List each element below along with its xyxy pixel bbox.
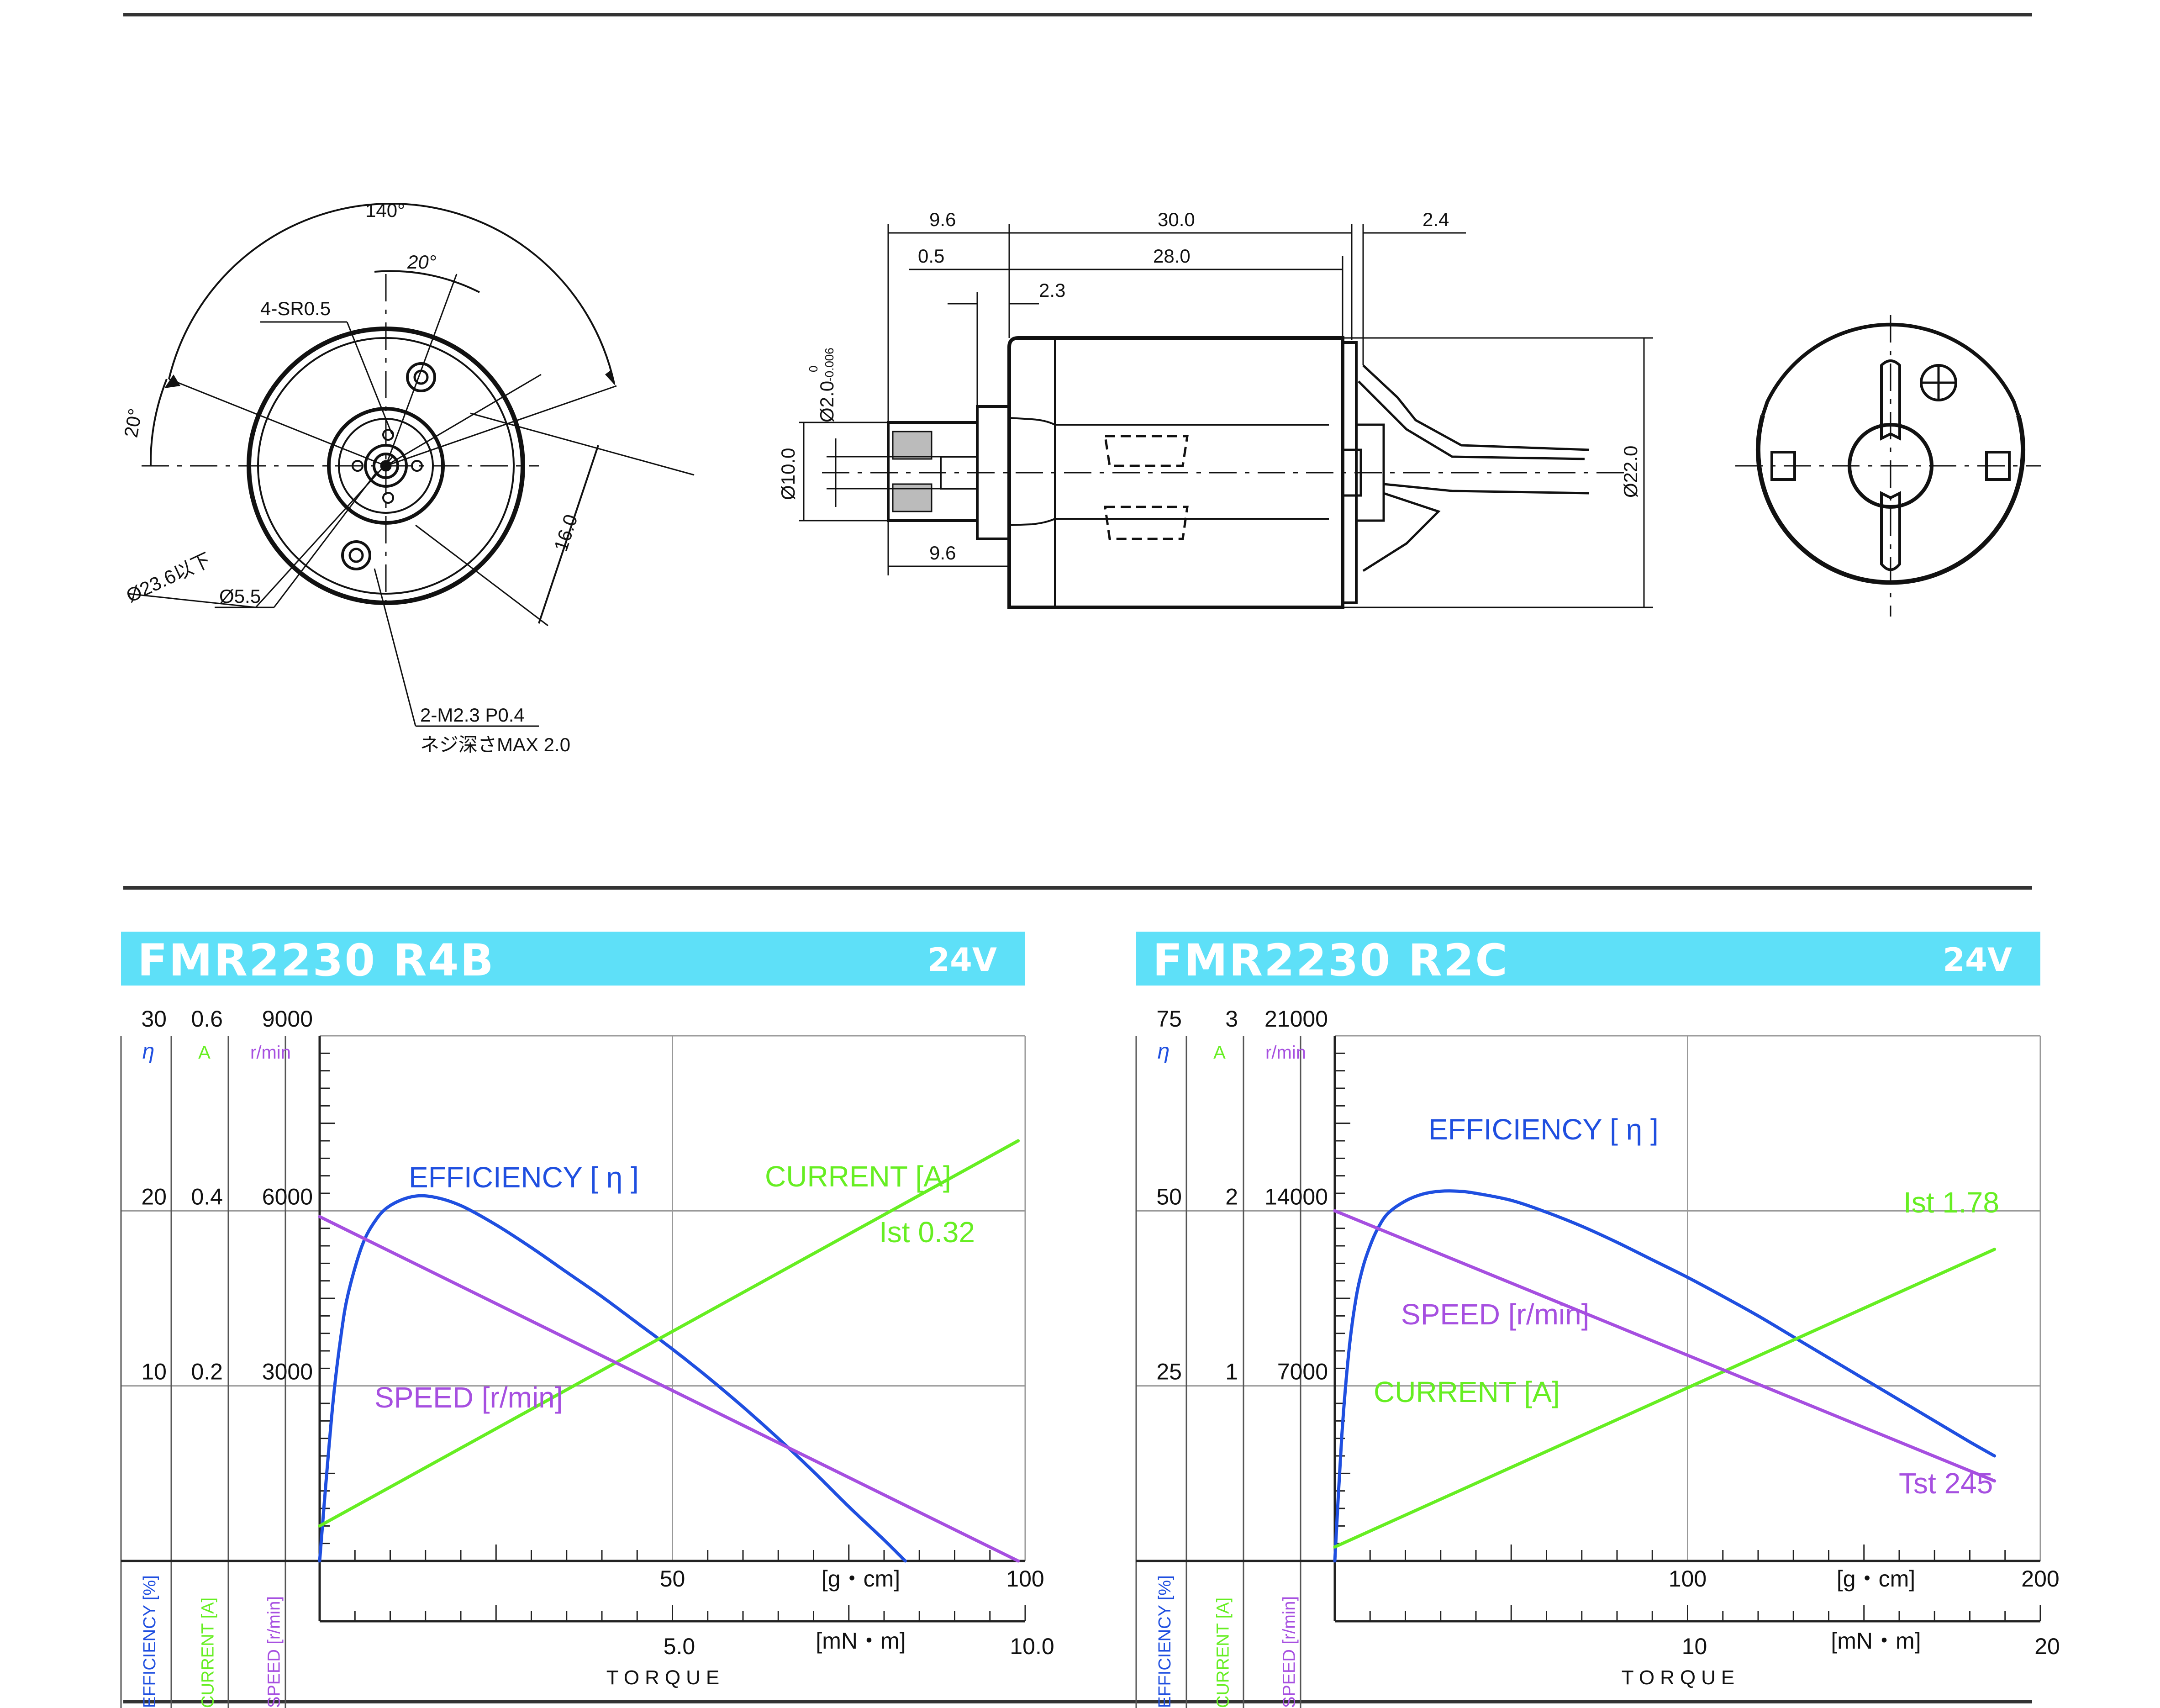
front-view [127, 203, 695, 727]
efficiency-series-line [1333, 1189, 1997, 1563]
gcm-unit-label: [g・cm] [822, 1566, 900, 1592]
angle-140-label: 140° [365, 200, 405, 221]
chart-voltage-label: 24V [927, 941, 997, 979]
shaft-tol-lower: -0.006 [822, 348, 836, 381]
dim-9-6-bottom-label: 9.6 [929, 542, 956, 564]
current-tick-label: 2 [1225, 1184, 1238, 1209]
speed-tick-label: 21000 [1264, 1006, 1328, 1032]
eta-symbol: η [1158, 1039, 1170, 1064]
shaft-dia-label: Ø2.0 [816, 381, 838, 422]
mnm-unit-label: [mN・m] [1831, 1628, 1921, 1654]
dim-0-5-label: 0.5 [918, 245, 944, 267]
current-unit: A [198, 1043, 211, 1063]
current-tick-label: 0.2 [191, 1359, 223, 1385]
efficiency-axis-title: EFFICIENCY [%] [140, 1575, 159, 1708]
mnm-tick-label: 10 [1682, 1634, 1707, 1659]
stall-torque-label: Tst 245 [1899, 1467, 1993, 1500]
dim-30-label: 30.0 [1158, 209, 1195, 230]
speed-axis-title: SPEED [r/min] [265, 1596, 284, 1708]
speed-series-line [1333, 1209, 1997, 1483]
chart-model-title: FMR2230 R2C [1153, 935, 1509, 986]
chart-banner: FMR2230 R4B 24V [121, 932, 1025, 986]
chart-model-title: FMR2230 R4B [137, 935, 495, 986]
thread-spec-line-1: 2-M2.3 P0.4 [420, 704, 525, 726]
current-series-label: CURRENT [A] [1374, 1376, 1560, 1408]
efficiency-tick-label: 25 [1156, 1359, 1182, 1385]
speed-axis-title: SPEED [r/min] [1280, 1596, 1299, 1708]
torque-axis-title: TORQUE [1622, 1666, 1740, 1689]
side-view [799, 224, 1653, 609]
speed-tick-label: 7000 [1277, 1359, 1328, 1385]
shaft-tol-upper: 0 [806, 366, 820, 372]
rear-view [1735, 315, 2041, 617]
mnm-tick-label: 20 [2034, 1634, 2060, 1659]
speed-series-line [318, 1215, 1020, 1563]
gcm-tick-label: 200 [2021, 1566, 2059, 1592]
current-tick-label: 0.6 [191, 1006, 223, 1032]
top-rule [123, 13, 2032, 16]
sr-label: 4-SR0.5 [260, 298, 331, 319]
mnm-tick-label: 10.0 [1010, 1634, 1054, 1659]
mnm-unit-label: [mN・m] [816, 1628, 906, 1654]
chart-voltage-label: 24V [1943, 941, 2012, 979]
current-axis-title: CURRENT [A] [1214, 1597, 1233, 1708]
current-series-label: CURRENT [A] [765, 1160, 951, 1193]
angle-20-top-label: 20° [407, 251, 437, 273]
dia-5-5-label: Ø5.5 [219, 585, 261, 607]
current-unit: A [1213, 1043, 1226, 1063]
dim-2-3-label: 2.3 [1039, 279, 1065, 301]
efficiency-tick-label: 20 [141, 1184, 167, 1209]
speed-unit: r/min [250, 1043, 291, 1063]
angle-20-left-label: 20° [120, 407, 146, 439]
thread-spec-line-2: ネジ深さMAX 2.0 [420, 734, 570, 755]
speed-series-label: SPEED [r/min] [374, 1381, 563, 1414]
efficiency-tick-label: 75 [1156, 1006, 1182, 1032]
bottom-rule [123, 1700, 2032, 1703]
efficiency-tick-label: 10 [141, 1359, 167, 1385]
speed-tick-label: 3000 [262, 1359, 313, 1385]
current-tick-label: 3 [1225, 1006, 1238, 1032]
efficiency-tick-label: 30 [141, 1006, 167, 1032]
dia-22-label: Ø22.0 [1620, 446, 1641, 498]
gcm-tick-label: 100 [1006, 1566, 1044, 1592]
current-tick-label: 0.4 [191, 1184, 223, 1209]
dim-9-6-top-label: 9.6 [929, 209, 956, 230]
current-series-line [1333, 1248, 1997, 1549]
dim-28-label: 28.0 [1153, 245, 1191, 267]
speed-tick-label: 14000 [1264, 1184, 1328, 1209]
eta-symbol: η [142, 1039, 155, 1064]
dim-2-4-label: 2.4 [1422, 209, 1449, 230]
gcm-tick-label: 100 [1669, 1566, 1707, 1592]
efficiency-tick-label: 50 [1156, 1184, 1182, 1209]
middle-rule [123, 886, 2032, 890]
current-tick-label: 1 [1225, 1359, 1238, 1385]
motor-dimension-drawing: 140° 20° 20° 4-SR0.5 Ø23.6以下 Ø5.5 16.0 2… [120, 200, 2041, 755]
speed-unit: r/min [1265, 1043, 1306, 1063]
speed-tick-label: 6000 [262, 1184, 313, 1209]
efficiency-series-label: EFFICIENCY [ η ] [1428, 1113, 1659, 1146]
speed-series-label: SPEED [r/min] [1401, 1298, 1590, 1331]
stall-current-label: Ist 0.32 [879, 1216, 975, 1249]
dia-10-label: Ø10.0 [777, 448, 799, 500]
mnm-tick-label: 5.0 [664, 1634, 695, 1659]
gcm-unit-label: [g・cm] [1837, 1566, 1915, 1592]
side-view-labels: 9.6 30.0 2.4 0.5 28.0 2.3 Ø2.0 0 -0.006 … [777, 209, 1641, 564]
torque-axis-title: TORQUE [606, 1666, 725, 1689]
gcm-tick-label: 50 [660, 1566, 685, 1592]
stall-current-label: Ist 1.78 [1903, 1186, 1999, 1219]
efficiency-axis-title: EFFICIENCY [%] [1155, 1575, 1175, 1708]
current-axis-title: CURRENT [A] [199, 1597, 218, 1708]
chart-banner: FMR2230 R2C 24V [1136, 932, 2040, 986]
dim-16-label: 16.0 [550, 512, 582, 554]
efficiency-series-label: EFFICIENCY [ η ] [409, 1161, 639, 1194]
front-view-labels: 140° 20° 20° 4-SR0.5 Ø23.6以下 Ø5.5 16.0 2… [120, 200, 582, 755]
chart-panel-r2c: FMR2230 R2C 24V 75 50 25 3 2 1 21000 14000 7000 η… [1135, 932, 2060, 1708]
speed-tick-label: 9000 [262, 1006, 313, 1032]
current-series-line [318, 1139, 1020, 1528]
